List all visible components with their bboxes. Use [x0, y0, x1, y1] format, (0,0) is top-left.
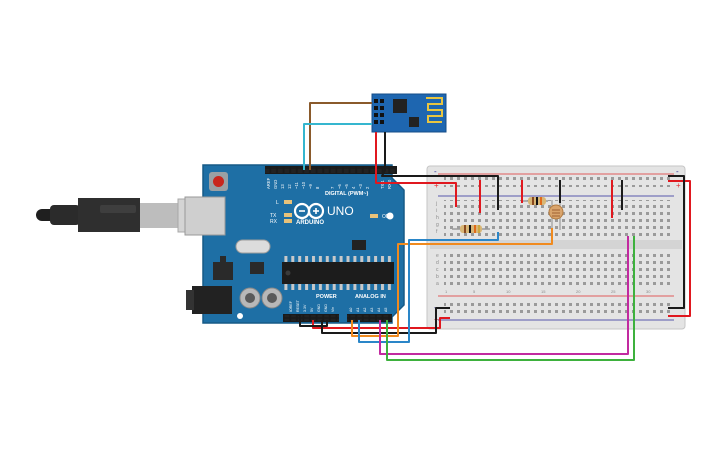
led-tx-label: TX: [270, 213, 277, 219]
pin-5-label: ~5: [344, 184, 349, 189]
pin-12-label: 12: [287, 184, 292, 189]
col-number-15: 15: [541, 289, 546, 294]
col-number-30: 30: [646, 289, 651, 294]
power-pin-gnd2: GND: [324, 304, 328, 312]
pin-2-label: 2: [365, 186, 370, 189]
analog-pin-a5: A5: [384, 308, 388, 312]
microcontroller-chip: [282, 262, 394, 284]
rail-minus-top-left: -: [434, 167, 437, 176]
row-letter-h: h: [436, 215, 439, 221]
power-pin-3v3: 3.3V: [303, 304, 307, 312]
wire-blue-a1[interactable]: [358, 232, 499, 343]
power-jack: [192, 286, 232, 314]
wire-black-gnd[interactable]: [298, 314, 328, 327]
col-number-20: 20: [576, 289, 581, 294]
resistor[interactable]: [452, 225, 490, 233]
col-number-25: 25: [611, 289, 616, 294]
pin-10-label: ~10: [301, 181, 306, 189]
pin-aref-label: AREF: [266, 177, 271, 189]
led-l-label: L: [276, 200, 279, 206]
row-letter-g: g: [436, 222, 439, 228]
power-pin-reset: RESET: [296, 299, 300, 312]
arduino-logo-icon: [293, 202, 325, 220]
pin-0-label: RX 0: [387, 179, 392, 189]
analog-header-label: ANALOG IN: [355, 294, 386, 300]
pin-11-label: ~11: [294, 182, 299, 189]
row-letter-f: f: [436, 229, 438, 235]
pin-4-label: 4: [351, 186, 356, 189]
rail-plus-top-left: +: [434, 181, 439, 190]
pin-8-label: 8: [315, 186, 320, 189]
power-pin-ioref: IOREF: [289, 300, 293, 312]
row-letter-d: d: [436, 260, 439, 266]
row-letter-i: i: [436, 208, 437, 214]
row-letter-j: j: [435, 201, 437, 207]
pin-1-label: TX 1: [380, 179, 385, 189]
wire-black-esp-ground[interactable]: [381, 132, 499, 210]
analog-pin-a0: A0: [349, 308, 353, 312]
digital-header-label: DIGITAL (PWM~): [325, 191, 369, 197]
wire-orange-a0[interactable]: [351, 228, 553, 337]
rail-minus-top-right: -: [676, 167, 679, 176]
photoresistor[interactable]: [523, 197, 564, 230]
wire-magenta-a4[interactable]: [379, 236, 629, 355]
analog-pin-a1: A1: [356, 308, 360, 312]
power-pin-gnd1: GND: [317, 304, 321, 312]
pin-7-label: 7: [330, 186, 335, 189]
wires: [298, 102, 691, 361]
analog-pin-a4: A4: [377, 308, 381, 312]
breadboard[interactable]: + - + - - + j i h g f e d c b a 1 5 10 1…: [426, 165, 686, 330]
analog-pin-a3: A3: [370, 308, 374, 312]
wire-brown-esp-pin[interactable]: [309, 102, 372, 170]
power-pin-vin: Vin: [331, 307, 335, 312]
wire-black-gnd-2[interactable]: [321, 307, 450, 334]
row-letter-e: e: [436, 253, 439, 259]
wire-black-rail-bridge[interactable]: [668, 175, 685, 309]
col-number-5: 5: [473, 289, 476, 294]
wire-red-rail-bridge[interactable]: [668, 180, 691, 317]
pin-9-label: ~9: [308, 184, 313, 189]
row-letter-b: b: [436, 274, 439, 280]
analog-pin-a2: A2: [363, 308, 367, 312]
arduino-uno[interactable]: L TX RX ON ARDUINO UNO AREF GND 13 12 ~1…: [184, 164, 405, 324]
power-header-label: POWER: [316, 294, 337, 300]
row-letter-a: a: [436, 281, 439, 287]
row-letter-c: c: [436, 267, 439, 273]
wire-cyan-esp-pin[interactable]: [303, 123, 372, 170]
pin-13-label: 13: [280, 184, 285, 189]
wire-red-esp-power[interactable]: [375, 132, 457, 207]
col-number-1: 1: [445, 289, 448, 294]
arduino-logo-text: ARDUINO: [296, 220, 324, 226]
pin-6-label: ~6: [337, 184, 342, 189]
wire-green-a5[interactable]: [386, 236, 635, 361]
rail-plus-top-right: +: [676, 181, 681, 190]
power-pin-5v: 5V: [310, 307, 314, 312]
board-model: UNO: [327, 204, 354, 218]
led-on-label: ON: [382, 214, 390, 220]
led-rx-label: RX: [270, 219, 278, 225]
esp8266-wifi-module[interactable]: [371, 93, 447, 133]
pin-gnd-label: GND: [273, 180, 278, 189]
col-number-10: 10: [506, 289, 511, 294]
pin-3-label: ~3: [358, 184, 363, 189]
